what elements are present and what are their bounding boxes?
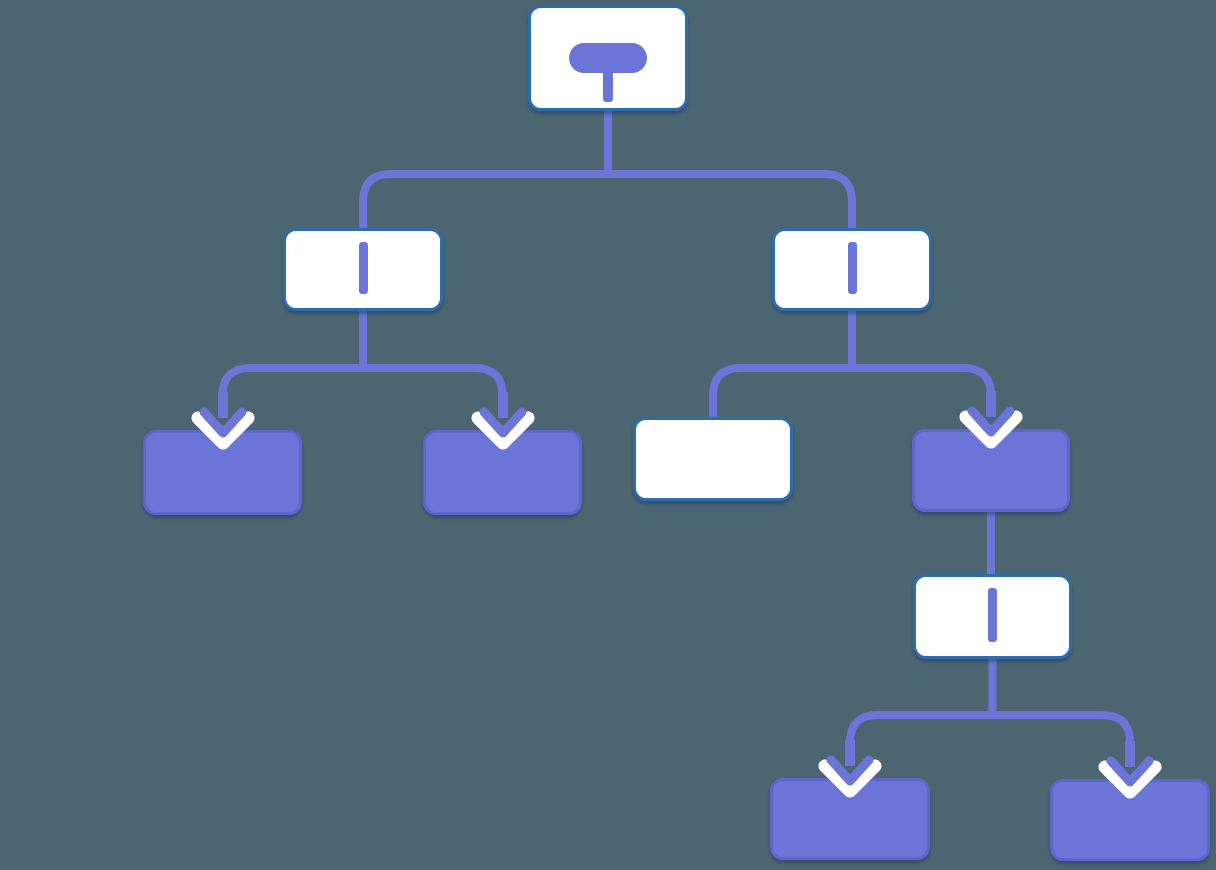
collapse-chevron-icon[interactable] (471, 392, 535, 452)
node-leaf-c[interactable] (633, 417, 793, 501)
white-chevron-badge (959, 410, 1023, 449)
branch-line-bar (358, 242, 368, 294)
connector-path (359, 170, 856, 231)
connector-path (709, 364, 995, 420)
branch-line-bar (847, 242, 857, 294)
connector-path (846, 711, 1134, 753)
arrowhead-chevron (826, 755, 874, 786)
arrowhead-chevron (479, 407, 526, 438)
node-n-left[interactable] (283, 228, 443, 311)
collapse-chevron-icon[interactable] (818, 740, 882, 800)
node-n-e[interactable] (913, 574, 1072, 659)
arrowhead-chevron (199, 407, 246, 438)
collapse-chevron-icon[interactable] (191, 392, 255, 452)
white-chevron-badge (471, 411, 534, 450)
connector-path (218, 364, 507, 404)
arrowhead-chevron (967, 406, 1015, 437)
white-chevron-badge (818, 759, 882, 798)
white-chevron-badge (191, 411, 254, 450)
root-pill-stem (603, 70, 613, 102)
collapse-chevron-icon[interactable] (959, 391, 1023, 451)
collapse-chevron-icon[interactable] (1098, 741, 1162, 801)
root-topic-pill (569, 43, 647, 73)
branch-line-bar (988, 588, 997, 642)
node-root[interactable] (528, 5, 688, 111)
node-n-right[interactable] (772, 228, 932, 311)
arrowhead-chevron (1106, 756, 1154, 787)
white-chevron-badge (1098, 760, 1162, 799)
